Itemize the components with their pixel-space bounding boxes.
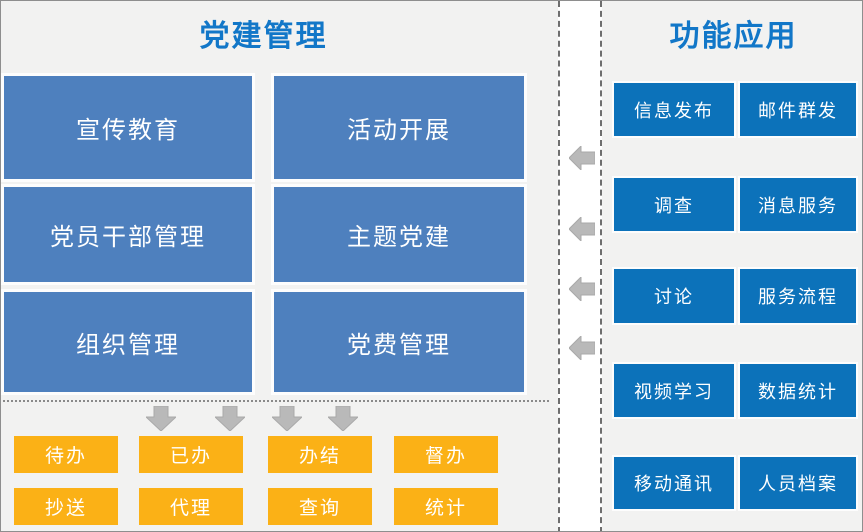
module-box-label: 主题党建 bbox=[347, 223, 451, 251]
block-arrow-down-icon bbox=[146, 406, 176, 431]
function-box-label: 服务流程 bbox=[758, 287, 838, 308]
block-arrow-left-icon bbox=[569, 277, 595, 301]
module-box: 宣传教育 bbox=[4, 76, 252, 179]
task-box: 已办 bbox=[139, 436, 243, 473]
function-box-label: 信息发布 bbox=[634, 100, 714, 122]
function-box: 数据统计 bbox=[740, 364, 856, 417]
module-box-label: 组织管理 bbox=[76, 330, 180, 359]
module-box: 活动开展 bbox=[274, 76, 524, 179]
module-box: 组织管理 bbox=[4, 292, 252, 392]
task-box: 统计 bbox=[394, 488, 498, 525]
module-box-label: 党费管理 bbox=[347, 330, 451, 359]
right-panel-title: 功能应用 bbox=[669, 19, 798, 54]
function-box: 调查 bbox=[614, 178, 734, 231]
function-box: 信息发布 bbox=[614, 83, 734, 136]
function-box: 视频学习 bbox=[614, 364, 734, 417]
task-box-label: 办结 bbox=[298, 445, 341, 467]
function-box: 消息服务 bbox=[740, 178, 856, 231]
function-box-label: 邮件群发 bbox=[758, 100, 838, 122]
function-box: 讨论 bbox=[614, 269, 734, 323]
task-box: 督办 bbox=[394, 436, 498, 473]
dotted-separator-line bbox=[3, 400, 549, 402]
function-box-label: 视频学习 bbox=[634, 381, 714, 403]
function-box-label: 消息服务 bbox=[758, 195, 838, 217]
task-box: 待办 bbox=[14, 436, 118, 473]
function-box-label: 人员档案 bbox=[758, 474, 838, 495]
block-arrow-left-icon bbox=[569, 217, 595, 241]
function-box-label: 数据统计 bbox=[758, 381, 838, 403]
task-box: 代理 bbox=[139, 488, 243, 525]
task-box-label: 统计 bbox=[424, 497, 467, 519]
block-arrow-left-icon bbox=[569, 336, 595, 360]
module-box-label: 党员干部管理 bbox=[50, 223, 206, 251]
left-panel-title: 党建管理 bbox=[199, 19, 328, 54]
function-box: 邮件群发 bbox=[740, 83, 856, 136]
task-box: 抄送 bbox=[14, 488, 118, 525]
function-box: 人员档案 bbox=[740, 457, 856, 509]
task-box-label: 已办 bbox=[169, 445, 212, 467]
task-box: 查询 bbox=[268, 488, 372, 525]
divider-dashed-strip bbox=[558, 1, 602, 531]
function-box-label: 移动通讯 bbox=[634, 474, 714, 495]
block-arrow-down-icon bbox=[328, 406, 358, 431]
block-arrow-left-icon bbox=[569, 146, 595, 170]
task-box-label: 查询 bbox=[298, 497, 341, 519]
block-arrow-down-icon bbox=[272, 406, 302, 431]
module-box-label: 宣传教育 bbox=[76, 116, 180, 144]
task-box-label: 抄送 bbox=[44, 497, 87, 519]
module-box: 党员干部管理 bbox=[4, 187, 252, 282]
module-box: 主题党建 bbox=[274, 187, 524, 282]
function-box: 移动通讯 bbox=[614, 457, 734, 509]
module-box: 党费管理 bbox=[274, 292, 524, 392]
function-box-label: 调查 bbox=[654, 195, 694, 217]
task-box-label: 代理 bbox=[169, 497, 212, 519]
task-box-label: 督办 bbox=[424, 445, 467, 467]
task-box-label: 待办 bbox=[44, 445, 87, 467]
module-box-label: 活动开展 bbox=[347, 116, 451, 144]
function-box-label: 讨论 bbox=[654, 287, 694, 308]
block-arrow-down-icon bbox=[215, 406, 245, 431]
task-box: 办结 bbox=[268, 436, 372, 473]
function-box: 服务流程 bbox=[740, 269, 856, 323]
